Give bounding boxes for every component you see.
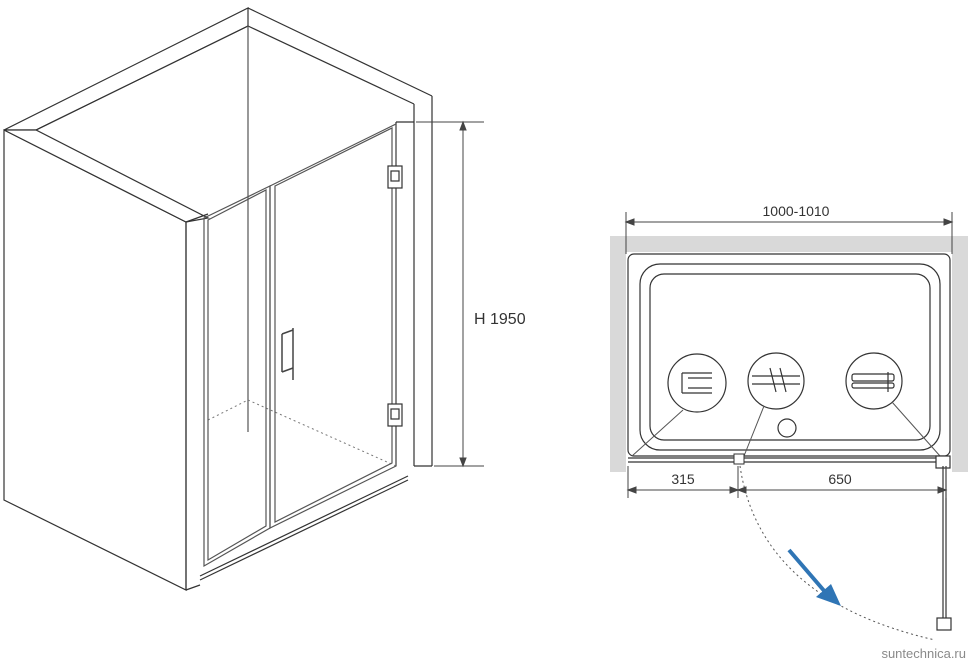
wall-left [610,236,626,472]
total-width-dimension [624,212,954,254]
connector-leader [743,405,765,457]
left-wall [3,7,249,591]
door-hinge-plan-icon [935,455,951,469]
connector-detail-icon [747,352,805,410]
door-swing-arc [739,465,936,641]
wall-right [952,236,968,472]
glass-threshold [628,457,950,463]
isometric-view [3,7,433,591]
hinge-detail-icon [845,352,903,410]
fixed-panel-width-label: 315 [671,471,695,487]
plan-view: 1000-1010 315 650 [610,203,968,641]
drain-icon [777,418,797,438]
top-hinge-icon [387,165,403,189]
height-label: H 1950 [474,311,526,328]
shower-tray [627,253,951,457]
watermark: suntechnica.ru [881,646,966,661]
panel-connector-icon [733,453,745,465]
fixed-glass-panel [203,185,271,568]
door-handle-icon [281,328,294,380]
hinged-door-panel [269,123,397,529]
bottom-hinge-icon [387,403,403,427]
bottom-profile [199,475,409,581]
panel-dimensions [626,466,948,498]
floor-guides [207,399,397,467]
total-width-label: 1000-1010 [763,203,830,219]
hinge-leader [891,401,941,457]
height-dimension [416,120,484,468]
wall-profile-leader [631,409,684,457]
wall-profile-detail-icon [667,353,727,413]
wall-top [610,236,968,252]
swing-direction-arrow-icon [787,548,841,606]
door-width-label: 650 [828,471,852,487]
